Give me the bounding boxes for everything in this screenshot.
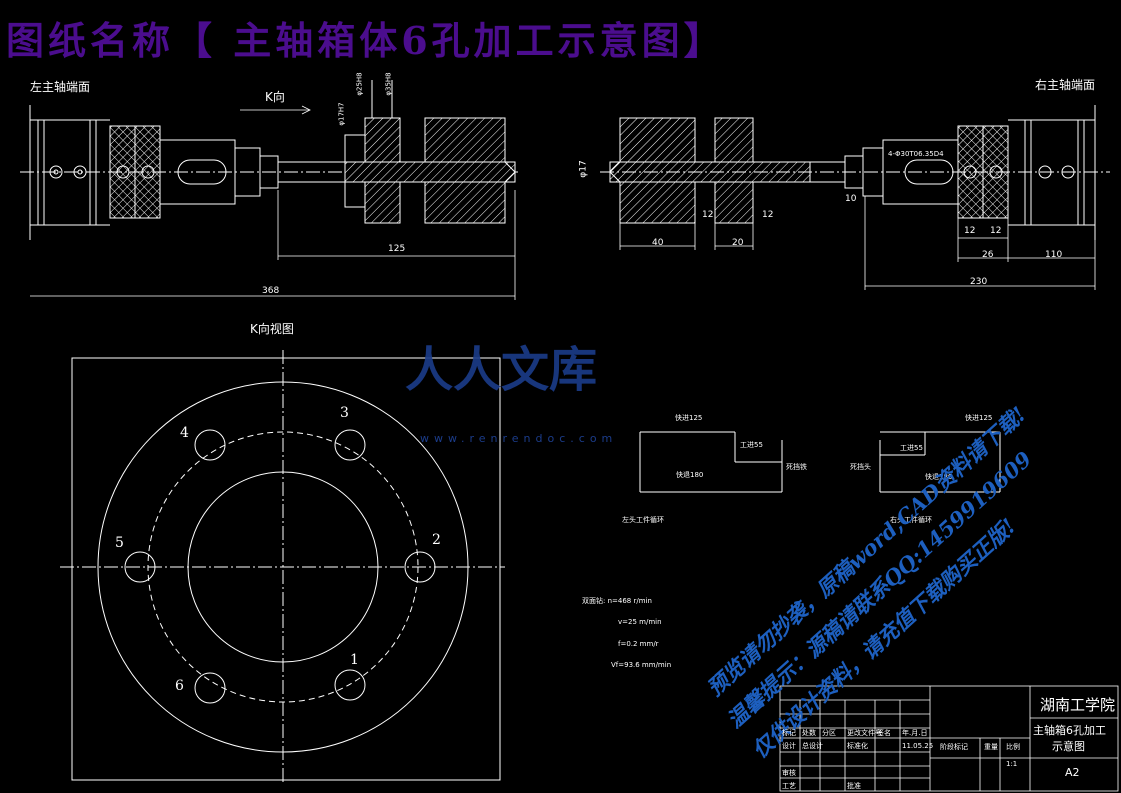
dim-phi25: φ25H8 — [355, 72, 364, 96]
tb-r2c1: 设计 — [782, 742, 796, 750]
hole-number-4: 4 — [180, 425, 189, 441]
title-block-school: 湖南工学院 — [1040, 696, 1116, 714]
dim-125: 125 — [388, 244, 406, 254]
dim-12d: 12 — [990, 226, 1002, 236]
left-cycle-fast: 快进125 — [675, 414, 703, 422]
param-line-1: 双面钻: n=468 r/min — [582, 597, 652, 605]
right-cycle-fast: 快进125 — [965, 414, 993, 422]
left-view-label: 左主轴端面 — [30, 80, 91, 94]
drawing-title: 图纸名称【 主轴箱体6孔加工示意图】 — [6, 18, 726, 63]
hole-number-5: 5 — [115, 535, 124, 551]
tb-r2c4: 标准化 — [847, 742, 868, 750]
tb-r4c4: 批准 — [847, 782, 861, 790]
right-view-label: 右主轴端面 — [1035, 78, 1096, 92]
dim-40: 40 — [652, 238, 664, 248]
title-block-weight: 重量 — [984, 743, 998, 751]
left-spindle — [20, 105, 520, 240]
spec-label: 4-Φ30T06.35D4 — [888, 150, 944, 158]
left-workpiece — [344, 80, 516, 224]
right-cycle-stop: 死挡头 — [850, 463, 871, 471]
tb-r1c5: 签名 — [877, 729, 891, 737]
right-cycle-back: 快退180 — [925, 473, 953, 481]
tb-r1c6: 年.月.日 — [902, 729, 928, 737]
cycle-diagrams — [639, 431, 1001, 493]
tb-r3c1: 审核 — [782, 769, 796, 777]
dim-12a: 12 — [702, 210, 714, 220]
title-block-sheet: A2 — [1065, 766, 1080, 779]
title-block-ratio: 比例 — [1006, 743, 1020, 751]
tb-r4c1: 工艺 — [782, 782, 796, 790]
title-block — [779, 685, 1119, 792]
param-line-4: Vf=93.6 mm/min — [611, 661, 672, 669]
k-view — [60, 350, 505, 785]
renrendoc-url: www.renrendoc.com — [420, 432, 618, 445]
left-cycle-caption: 左头工件循环 — [622, 516, 664, 524]
left-cycle-back: 快退180 — [676, 471, 704, 479]
param-line-3: f=0.2 mm/r — [618, 640, 659, 648]
tb-r1c1: 标记 — [782, 729, 796, 737]
hole-number-6: 6 — [175, 678, 184, 694]
title-block-date: 11.05.25 — [902, 742, 934, 750]
dim-phi17: φ17 — [578, 160, 589, 178]
renrendoc-logo: 人人文库 — [405, 342, 598, 398]
right-workpiece — [609, 117, 811, 224]
tb-r1c4: 更改文件号 — [847, 729, 882, 737]
title-block-scale: 1:1 — [1006, 760, 1018, 768]
hole-number-1: 1 — [350, 652, 359, 668]
param-line-2: v=25 m/min — [618, 618, 662, 626]
tb-r1c3: 分区 — [822, 729, 836, 737]
title-block-name-1: 主轴箱6孔加工 — [1033, 724, 1106, 737]
hole-number-3: 3 — [340, 405, 349, 421]
dim-phi17h7: φ17H7 — [337, 102, 346, 126]
right-cycle-caption: 右头工件循环 — [890, 516, 932, 524]
dim-368: 368 — [262, 286, 280, 296]
left-cycle-stop: 死挡铁 — [786, 463, 807, 471]
left-cycle-work: 工进55 — [740, 441, 763, 449]
k-view-label: K向视图 — [250, 322, 294, 336]
dimension-lines — [30, 105, 1096, 300]
hole-number-2: 2 — [432, 532, 441, 548]
k-direction-label: K向 — [265, 90, 285, 104]
dim-12c: 12 — [964, 226, 976, 236]
dim-10: 10 — [845, 194, 857, 204]
right-spindle — [600, 105, 1110, 240]
tb-r2c2: 总设计 — [802, 742, 823, 750]
dim-20: 20 — [732, 238, 744, 248]
title-block-name-2: 示意图 — [1052, 740, 1085, 753]
dim-110: 110 — [1045, 250, 1063, 260]
right-cycle-work: 工进55 — [900, 444, 923, 452]
dim-230: 230 — [970, 277, 988, 287]
title-block-stage: 阶段标记 — [940, 743, 968, 751]
dim-12b: 12 — [762, 210, 774, 220]
dim-phi35: φ35H8 — [384, 72, 393, 96]
tb-r1c2: 处数 — [802, 729, 816, 737]
dim-26: 26 — [982, 250, 994, 260]
